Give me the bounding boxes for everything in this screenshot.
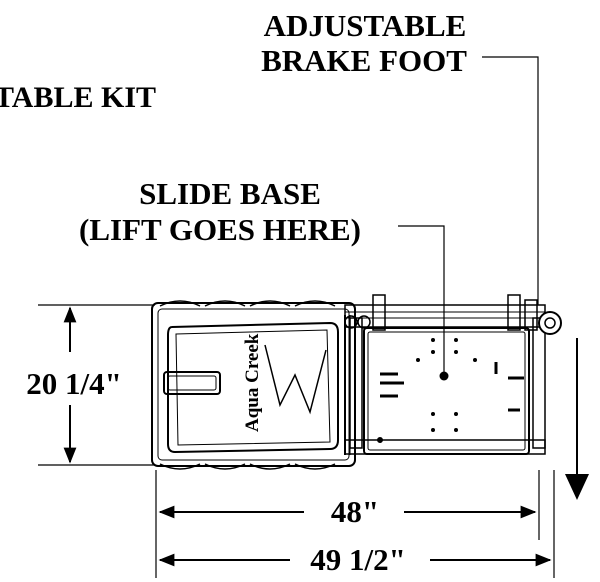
slide-base <box>344 294 546 455</box>
width-extension-lines <box>155 470 555 578</box>
kit-title: TABLE KIT <box>0 81 156 114</box>
brake-foot-label-line2: BRAKE FOOT <box>261 43 467 78</box>
brake-foot-label-line1: ADJUSTABLE <box>264 8 467 43</box>
slide-base-label-line1: SLIDE BASE <box>139 176 321 211</box>
slide-base-bolt-holes <box>377 338 477 443</box>
height-dimension-label: 20 1/4" <box>26 366 122 401</box>
slide-base-leader <box>398 225 445 378</box>
brake-foot-leader <box>482 56 539 305</box>
slide-direction-arrow <box>565 338 589 500</box>
inner-width-label: 48" <box>331 494 379 529</box>
logo-text: Aqua Creek <box>242 333 263 432</box>
brake-foot-wheel-icon <box>538 311 562 335</box>
height-dimension <box>38 304 155 466</box>
outer-width-label: 49 1/2" <box>310 542 406 577</box>
slide-base-label-line2: (LIFT GOES HERE) <box>79 212 361 247</box>
logo-wave-icon <box>264 344 327 415</box>
